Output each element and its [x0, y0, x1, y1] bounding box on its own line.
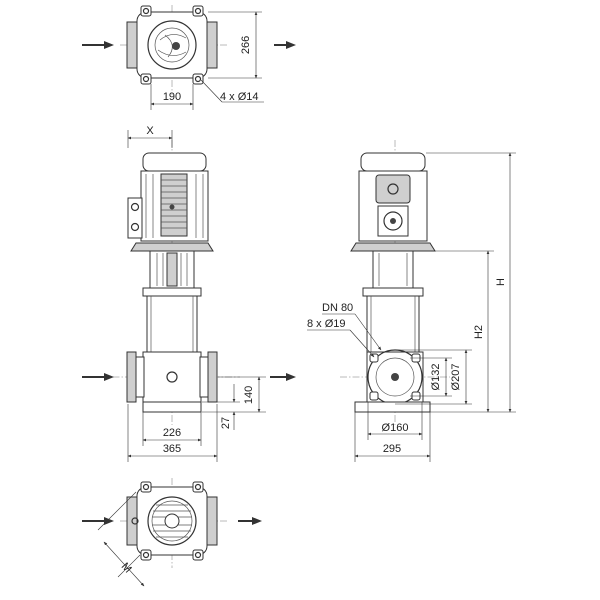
- top-view-dimensions: 266 190 4 x Ø14: [82, 11, 296, 110]
- bottom-view: [120, 478, 228, 568]
- flow-arrow-out-top: [274, 41, 296, 49]
- bottom-m-label: M: [119, 561, 134, 576]
- bottom-view-dimensions: M: [82, 491, 262, 587]
- side-bolt-circle-label: Ø132: [430, 364, 442, 391]
- top-height-label: 266: [240, 36, 252, 54]
- side-h-label: H: [495, 278, 507, 286]
- side-flange-label: DN 80: [322, 302, 353, 314]
- front-view: [100, 140, 240, 425]
- side-h2-label: H2: [473, 325, 485, 339]
- front-x-label: X: [146, 125, 154, 137]
- front-view-dimensions: X 140 27 226 365: [82, 125, 296, 462]
- flow-arrow-in-top: [82, 41, 114, 49]
- top-width-label: 190: [163, 91, 181, 103]
- top-view: [120, 5, 228, 95]
- front-total-width-label: 365: [163, 443, 181, 455]
- side-base-width-label: 295: [383, 443, 401, 455]
- side-flange-dia-label: Ø207: [450, 364, 462, 391]
- side-view: [340, 140, 450, 425]
- flow-arrow-out-bottom: [238, 517, 262, 525]
- side-flange-pcd-label: Ø160: [382, 422, 409, 434]
- front-base-height-label: 27: [220, 417, 232, 429]
- flow-arrow-out-front: [270, 373, 296, 381]
- flow-arrow-in-bottom: [82, 517, 114, 525]
- side-view-dimensions: H H2 Ø207 Ø132 Ø160 295 DN 80 8 x Ø19: [307, 152, 516, 462]
- front-base-width-label: 226: [163, 427, 181, 439]
- side-holes-label: 8 x Ø19: [307, 318, 346, 330]
- flow-arrow-in-front: [82, 373, 114, 381]
- front-flange-height-label: 140: [243, 386, 255, 404]
- top-holes-label: 4 x Ø14: [220, 91, 259, 103]
